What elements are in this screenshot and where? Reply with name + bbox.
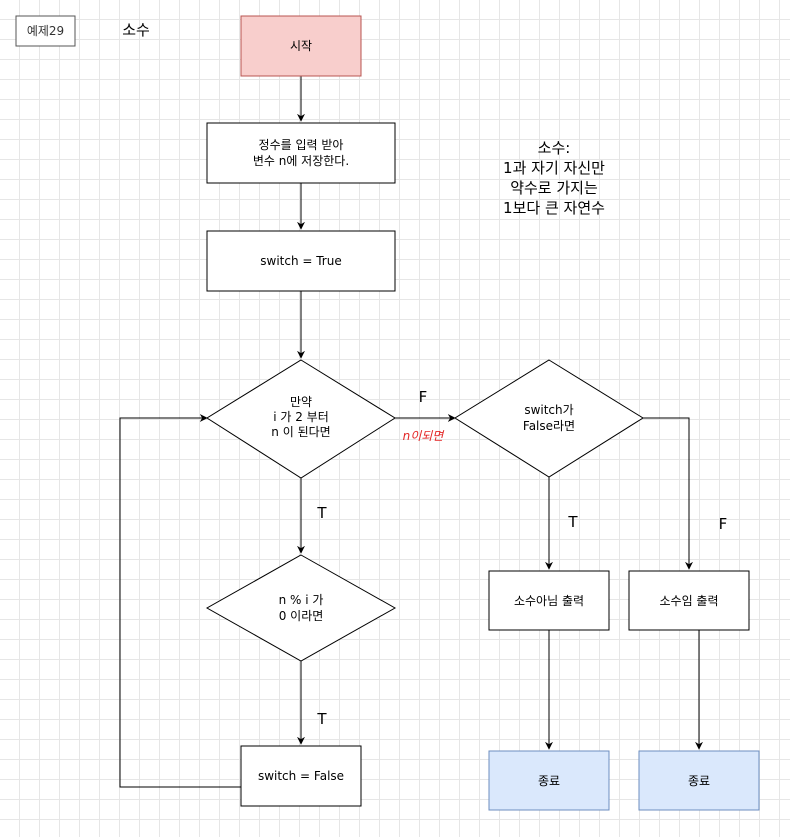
switch-check-node[interactable]: [454, 359, 644, 478]
edge-switch-to-prime: [643, 417, 693, 570]
not-prime-output-label: 소수아님 출력: [514, 594, 584, 608]
definition-line-2: 1과 자기 자신만: [503, 159, 605, 177]
mod-condition-line-1: n % i 가: [279, 593, 324, 607]
definition-line-3: 약수로 가지는: [510, 179, 598, 197]
loop-false-note: n이되면: [403, 429, 446, 443]
switch-true-label: T: [567, 513, 578, 531]
example-tag-box[interactable]: [15, 15, 76, 47]
example-tag-label: 예제29: [27, 24, 64, 38]
input-node-line-1: 정수를 입력 받아: [259, 138, 344, 152]
init-switch-node[interactable]: [206, 230, 396, 292]
set-false-node[interactable]: [240, 745, 362, 807]
loop-condition-line-2: i 가 2 부터: [273, 410, 329, 424]
end-node-2-label: 종료: [688, 774, 710, 788]
loop-condition-line-3: n 이 된다면: [271, 425, 330, 439]
set-false-label: switch = False: [258, 769, 344, 783]
end-node-1-label: 종료: [538, 774, 560, 788]
loop-condition-line-1: 만약: [290, 394, 312, 409]
loop-true-label: T: [316, 504, 327, 522]
input-node-line-2: 변수 n에 저장한다.: [253, 154, 349, 168]
init-switch-label: switch = True: [260, 254, 341, 268]
input-node[interactable]: [206, 122, 396, 184]
mod-condition-node[interactable]: [205, 554, 397, 662]
diagram-title: 소수: [122, 21, 150, 39]
definition-line-1: 소수:: [538, 139, 571, 157]
mod-condition-line-2: 0 이라면: [279, 609, 324, 623]
start-node[interactable]: [240, 15, 362, 77]
prime-output-label: 소수임 출력: [659, 594, 718, 608]
not-prime-output-node[interactable]: [488, 570, 610, 631]
prime-output-node[interactable]: [628, 570, 750, 631]
switch-false-label: F: [719, 515, 728, 533]
mod-true-label: T: [316, 710, 327, 728]
end-node-1[interactable]: [488, 750, 610, 811]
loop-false-label: F: [419, 388, 428, 406]
loop-condition-node[interactable]: [206, 359, 396, 479]
end-node-2[interactable]: [638, 750, 760, 811]
edge-setfalse-back-to-loop: [119, 414, 241, 788]
start-node-label: 시작: [290, 39, 312, 53]
switch-check-line-2: False라면: [523, 419, 575, 433]
switch-check-line-1: switch가: [524, 403, 573, 417]
definition-line-4: 1보다 큰 자연수: [503, 199, 605, 217]
